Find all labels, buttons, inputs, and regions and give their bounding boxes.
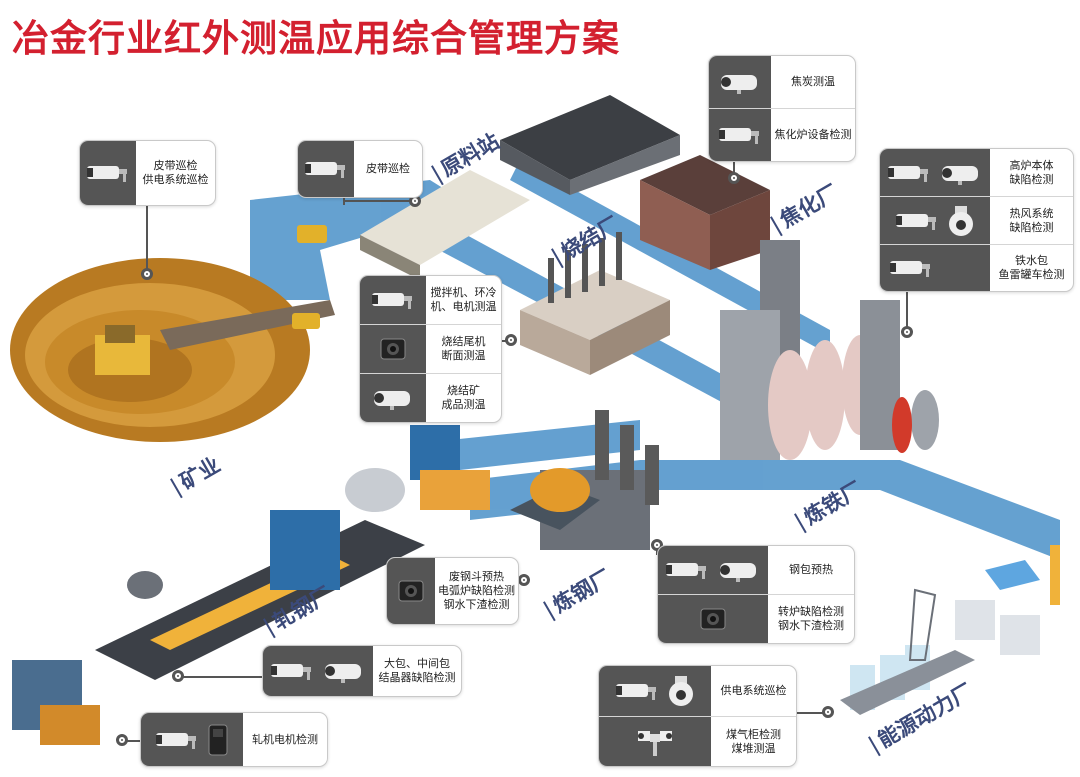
card-label-line: 热风系统 [1009, 206, 1054, 220]
card-label-line: 缺陷检测 [1009, 220, 1054, 234]
card-sintering: 搅拌机、环冷 机、电机测温 烧结尾机 断面测温 烧结矿 成品测温 [359, 275, 502, 423]
blast-furnace [720, 240, 939, 460]
card-label-line: 鱼雷罐车检测 [998, 268, 1065, 281]
card-label-line: 轧机电机检测 [252, 732, 318, 746]
bullet-camera-icon [880, 245, 990, 291]
connector-line [182, 676, 262, 678]
card-label-line: 供电系统巡检 [142, 173, 209, 186]
page-title: 冶金行业红外测温应用综合管理方案 [12, 17, 620, 60]
card-ironmaking: 高炉本体 缺陷检测 热风系统 缺陷检测 铁水包 鱼雷罐车检测 [879, 148, 1074, 292]
card-label-line: 皮带巡检 [153, 159, 198, 172]
card-label-line: 焦炭测温 [791, 75, 835, 88]
bullet-camera-icon [658, 546, 768, 594]
marker-dot [116, 734, 128, 746]
card-rolling-motor: 轧机电机检测 [140, 712, 328, 767]
bullet-camera-icon [360, 276, 426, 324]
housing-camera-icon [360, 374, 426, 422]
bullet-camera-icon [80, 141, 136, 205]
dome-camera-icon [949, 205, 973, 236]
card-label-line: 烧结矿 [447, 384, 480, 397]
marker-dot [518, 574, 530, 586]
card-steel-converter: 钢包预热 转炉缺陷检测 钢水下渣检测 [657, 545, 855, 644]
card-label-line: 钢包预热 [789, 563, 833, 576]
bullet-camera-icon [263, 646, 373, 696]
card-raw-material-inspection: 皮带巡检 [297, 140, 423, 198]
housing-camera-icon [325, 664, 361, 683]
card-label-line: 皮带巡检 [366, 162, 410, 175]
housing-camera-icon [709, 56, 771, 108]
card-label-line: 搅拌机、环冷 [430, 286, 497, 299]
card-label-line: 烧结尾机 [441, 335, 486, 348]
bullet-camera-icon [709, 109, 771, 161]
connector-line [343, 200, 413, 202]
card-label-line: 缺陷检测 [1009, 172, 1054, 186]
thermal-module-icon [658, 595, 768, 643]
coking-plant [640, 155, 770, 270]
mining-truck [297, 225, 327, 243]
connector-line [906, 290, 908, 330]
bullet-camera-icon [298, 141, 354, 197]
card-label-line: 电弧炉缺陷检测 [438, 584, 515, 597]
card-label-line: 机、电机测温 [430, 300, 497, 313]
housing-camera-icon [942, 165, 978, 185]
card-energy: 供电系统巡检 煤气柜检测 煤堆测温 [598, 665, 797, 767]
card-label-line: 成品测温 [441, 398, 486, 411]
card-label-line: 供电系统巡检 [720, 684, 787, 697]
dome-camera-icon [669, 676, 693, 706]
card-label-line: 结晶器缺陷检测 [378, 671, 456, 684]
marker-dot [141, 268, 153, 280]
card-label-line: 高炉本体 [1009, 158, 1054, 172]
card-label-line: 断面测温 [441, 349, 486, 362]
card-coking: 焦炭测温 焦化炉设备检测 [708, 55, 856, 162]
bullet-camera-icon [880, 197, 990, 244]
handheld-thermal-icon [208, 724, 228, 755]
sintering-plant [520, 232, 670, 375]
bullet-camera-icon [141, 713, 243, 766]
marker-dot [728, 172, 740, 184]
mining-pit [10, 258, 335, 442]
ptz-camera-icon [599, 717, 711, 766]
card-label-line: 废钢斗预热 [449, 570, 504, 583]
connector-line [126, 740, 140, 742]
bullet-camera-icon [880, 149, 990, 196]
connector-line [795, 712, 825, 714]
card-label-line: 大包、中间包 [384, 657, 450, 670]
card-label-line: 铁水包 [1015, 254, 1048, 267]
marker-dot [505, 334, 517, 346]
bullet-camera-icon [599, 666, 711, 716]
thermal-module-icon [360, 325, 426, 373]
card-mining-inspection: 皮带巡检 供电系统巡检 [79, 140, 216, 206]
mining-truck [292, 313, 320, 329]
card-label-line: 钢水下渣检测 [443, 598, 510, 611]
connector-line [733, 160, 735, 176]
marker-dot [172, 670, 184, 682]
steel-plant [410, 410, 659, 550]
connector-line [146, 204, 148, 270]
card-steel-furnace: 废钢斗预热 电弧炉缺陷检测 钢水下渣检测 [386, 557, 519, 625]
rolling-mill [12, 468, 425, 745]
card-ladle-tundish: 大包、中间包 结晶器缺陷检测 [262, 645, 462, 697]
marker-dot [822, 706, 834, 718]
energy-plant [840, 545, 1060, 715]
card-label-line: 焦化炉设备检测 [774, 128, 852, 141]
raw-material-shed [360, 95, 680, 280]
card-label-line: 煤气柜检测 [726, 728, 781, 741]
card-label-line: 煤堆测温 [731, 742, 776, 755]
card-label-line: 转炉缺陷检测 [778, 605, 844, 618]
card-label-line: 钢水下渣检测 [778, 619, 844, 632]
marker-dot [901, 326, 913, 338]
thermal-module-icon [387, 558, 435, 624]
housing-camera-icon [720, 563, 756, 582]
